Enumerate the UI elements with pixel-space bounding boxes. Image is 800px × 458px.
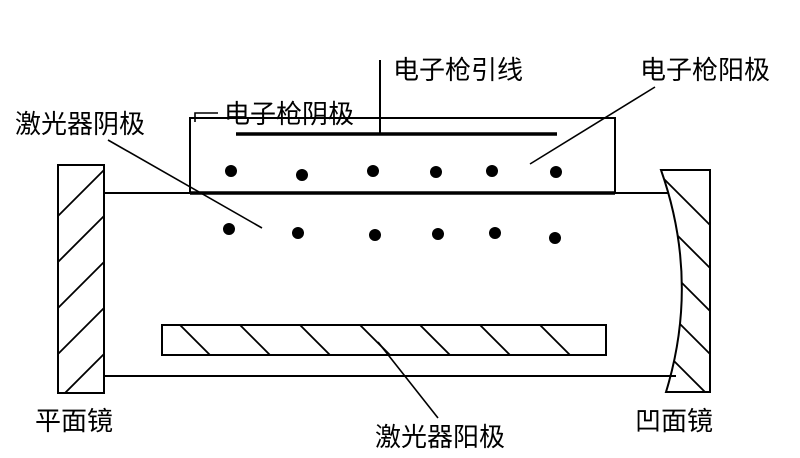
electron-dot: [430, 166, 442, 178]
laser-anode: [161, 324, 607, 356]
electron-dot: [486, 165, 498, 177]
leader-gun-anode: [529, 86, 656, 165]
laser-anode-frame: [161, 324, 607, 356]
electron-dot: [489, 227, 501, 239]
flat-mirror-frame: [57, 164, 105, 394]
leader-laser-cathode: [107, 139, 263, 229]
label-gun-cathode: 电子枪阴极: [224, 100, 354, 130]
leader-lines: [107, 86, 656, 419]
electron-dot: [223, 223, 235, 235]
electron-gun-box: [189, 60, 616, 195]
electron-dots-lower: [223, 223, 561, 244]
electron-dot: [225, 165, 237, 177]
leader-laser-anode: [377, 341, 439, 419]
label-laser-cathode: 激光器阴极: [15, 110, 145, 140]
electron-dots-upper: [225, 165, 562, 181]
laser-tube: [104, 192, 676, 377]
label-laser-anode: 激光器阳极: [375, 423, 505, 453]
electron-dot: [292, 227, 304, 239]
label-concave-mirror: 凹面镜: [635, 407, 713, 437]
flat-mirror: [57, 164, 105, 394]
leader-gun-cathode: [194, 112, 218, 122]
label-gun-anode: 电子枪阳极: [640, 56, 770, 86]
electron-dot: [296, 169, 308, 181]
electron-dot: [432, 228, 444, 240]
electron-dot: [369, 229, 381, 241]
electron-dot: [367, 165, 379, 177]
electron-dot: [550, 166, 562, 178]
concave-mirror: [659, 169, 711, 393]
label-gun-lead: 电子枪引线: [393, 56, 523, 86]
electron-dot: [549, 232, 561, 244]
concave-mirror-frame: [659, 169, 711, 393]
label-flat-mirror: 平面镜: [35, 407, 113, 437]
